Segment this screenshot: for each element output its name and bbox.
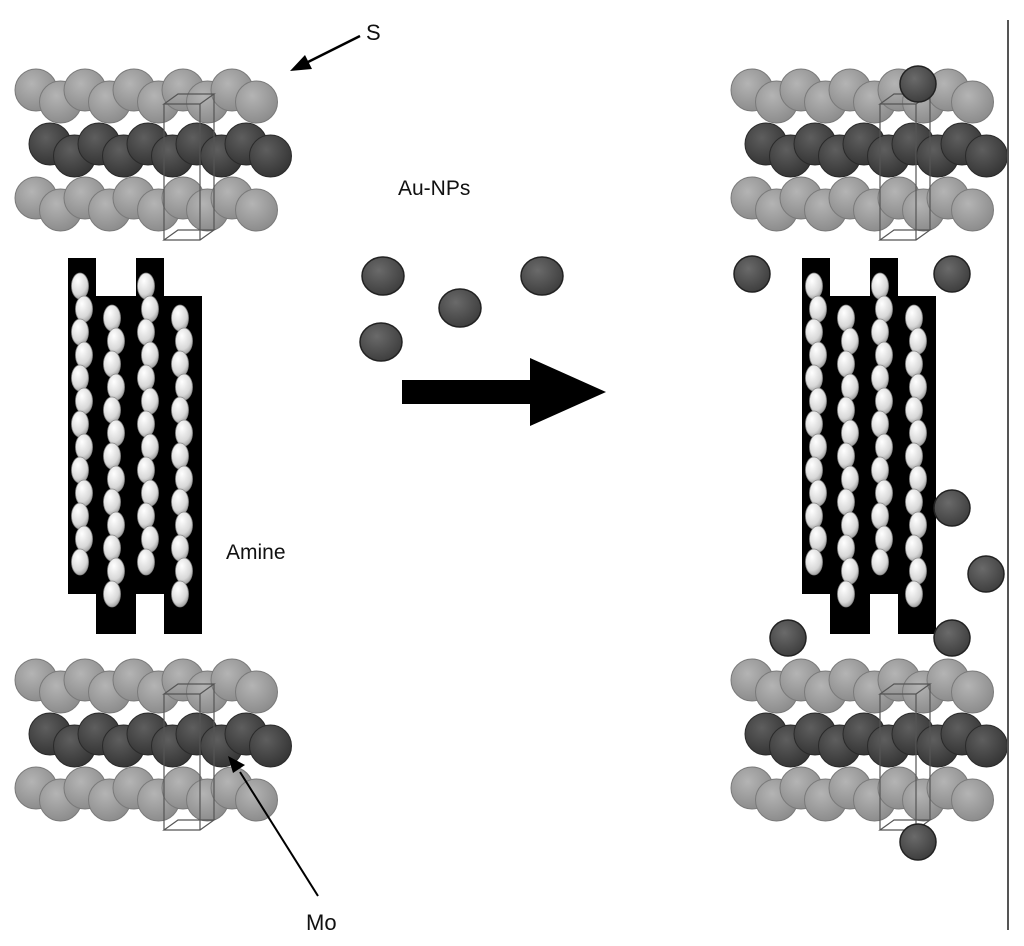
amine-label: Amine [226,541,286,564]
sulfur-label: S [366,20,381,45]
amine-chain [103,304,125,608]
amine-chain [171,304,193,608]
amine-chain [905,304,927,608]
au-nanoparticle [933,255,971,293]
sulfur-atom [235,670,278,714]
au-nanoparticle [933,489,971,527]
au-nanoparticles-label: Au-NPs [398,177,471,200]
au-nanoparticle [967,555,1005,593]
molybdenum-label: Mo [306,910,337,935]
molybdenum-atom [249,134,292,178]
sulfur-atom [235,80,278,124]
molybdenum-atom [249,724,292,768]
sulfur-atom [951,80,994,124]
right-mos2-layer-top [730,68,1008,241]
right-arrow-icon [402,358,606,426]
unit-cell-outline [878,93,932,241]
au-nanoparticle [899,823,937,861]
unit-cell-outline [162,683,216,831]
au-nanoparticle [359,322,403,362]
au-nanoparticle [733,255,771,293]
au-nanoparticle [520,256,564,296]
free-au-nanoparticles [359,256,564,362]
amine-chain [871,272,893,576]
left-mos2-layer-top [14,68,292,241]
au-nanoparticle [361,256,405,296]
molybdenum-atom [965,724,1008,768]
sulfur-atom [951,670,994,714]
amine-chain [71,272,93,576]
molybdenum-atom [965,134,1008,178]
left-mos2-layer-bottom [14,658,292,831]
au-nanoparticle [933,619,971,657]
amine-chain [137,272,159,576]
au-nanoparticle [438,288,482,328]
sulfur-atom [951,778,994,822]
amine-chain [837,304,859,608]
s-label-pointer [290,34,361,71]
mo-label-pointer [228,756,319,897]
sulfur-atom [951,188,994,232]
attached-au-nanoparticles [733,65,1005,861]
left-amine-interlayer [68,258,202,634]
amine-chain [805,272,827,576]
right-amine-interlayer [802,258,936,634]
right-mos2-layer-bottom [730,658,1008,831]
sulfur-atom [235,188,278,232]
au-nanoparticle [899,65,937,103]
unit-cell-outline [162,93,216,241]
au-nanoparticle [769,619,807,657]
